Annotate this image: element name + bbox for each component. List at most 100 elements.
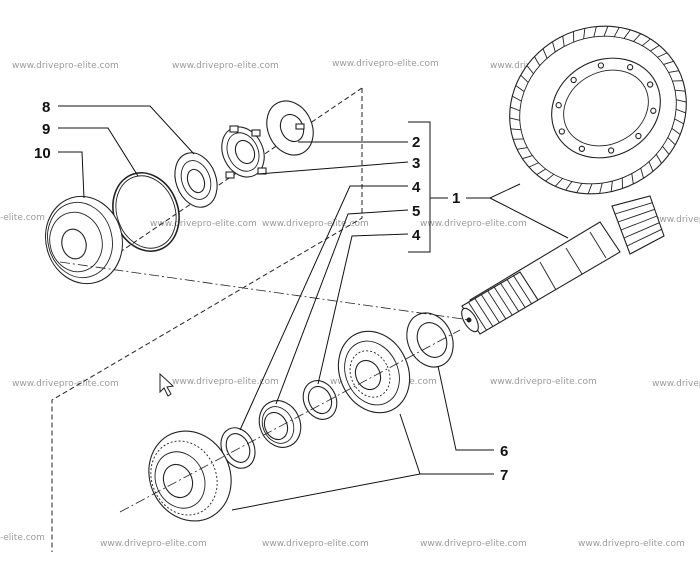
bolt-hole — [570, 76, 577, 84]
watermark-text: www.drivepro-elite.com — [652, 215, 700, 225]
pinion-tooth — [620, 215, 658, 231]
gear-tooth — [676, 99, 687, 103]
gear-tooth — [631, 173, 634, 185]
gear-tooth — [640, 168, 644, 179]
bolt-hole — [607, 147, 615, 154]
gear-tooth — [562, 35, 565, 47]
spline-groove — [480, 294, 500, 323]
castle-nut-part-3 — [221, 125, 267, 179]
gear-tooth — [641, 38, 651, 47]
gear-tooth — [587, 183, 593, 194]
gear-tooth — [509, 117, 520, 121]
gear-tooth — [554, 178, 563, 187]
gear-tooth — [650, 44, 660, 52]
gear-tooth — [552, 41, 556, 52]
gear-tooth — [516, 147, 528, 150]
watermark-text: www.drivepro-elite.com — [578, 539, 685, 549]
pinion-tooth — [617, 208, 655, 223]
callout-labels: 8 9 10 2 3 4 5 4 1 6 7 — [34, 99, 508, 484]
spline-groove — [513, 275, 532, 305]
callout-7: 7 — [500, 467, 508, 484]
watermark-text: www.drivepro-elite.com — [100, 539, 207, 549]
pinion-tooth — [629, 235, 665, 255]
gear-tooth — [657, 52, 668, 58]
watermark-text: www.drivepro-elite.com — [12, 61, 119, 71]
callout-1: 1 — [452, 190, 460, 207]
gear-tooth — [522, 155, 533, 160]
gear-tooth — [599, 182, 603, 194]
gear-tooth — [593, 26, 597, 38]
gear-tooth — [668, 70, 680, 73]
gear-tooth — [528, 162, 539, 168]
bolt-hole — [626, 64, 634, 71]
callout-5: 5 — [412, 203, 420, 220]
gear-tooth — [648, 161, 654, 172]
callout-4-lower: 4 — [412, 227, 421, 244]
crown-gear-bolt-holes — [555, 62, 657, 154]
pinion-tooth — [611, 195, 651, 207]
gear-tooth — [583, 28, 586, 39]
gear-tooth — [565, 181, 573, 191]
callout-3: 3 — [412, 155, 420, 172]
watermark-text: www.drivepro-elite.com — [262, 539, 369, 549]
gear-tooth — [542, 48, 548, 59]
pinion-tooth — [614, 202, 653, 215]
spline-groove — [487, 290, 507, 320]
gear-tooth — [674, 118, 684, 125]
gear-tooth — [613, 27, 620, 37]
gear-tooth — [510, 128, 522, 131]
watermark-text: www.drivepro-elite.com — [490, 377, 597, 387]
axis-line — [59, 261, 471, 321]
crown-gear — [509, 25, 687, 195]
bolt-hole — [646, 81, 654, 88]
gear-tooth — [520, 74, 529, 83]
callout-10: 10 — [34, 145, 51, 162]
large-bearing-part-7-lower — [148, 430, 232, 522]
callout-9: 9 — [42, 121, 50, 138]
watermark-text: www.drivepro-elite.com — [172, 61, 279, 71]
watermark-text: www.drivepro-elite.com — [150, 219, 257, 229]
shaft-splines — [468, 275, 532, 331]
leader-lines — [58, 105, 569, 511]
small-bearing-part-8 — [174, 152, 218, 208]
spline-groove — [506, 279, 526, 308]
gear-tooth — [536, 168, 546, 176]
spline-groove — [493, 286, 513, 316]
gear-tooth — [623, 29, 631, 39]
watermark-text: www.drivepro-elite.com — [12, 379, 119, 389]
gear-tooth — [663, 60, 674, 65]
pinion-shaft — [461, 195, 665, 335]
watermark-text: www.drivepro-elite.com — [172, 377, 279, 387]
spline-groove — [468, 301, 487, 331]
watermark-text: -elite.com — [0, 533, 45, 543]
callout-6: 6 — [500, 443, 508, 460]
gear-tooth — [655, 154, 662, 164]
bolt-hole — [597, 62, 605, 69]
watermark-text: www.drivepro-elite.com — [420, 539, 527, 549]
gear-tooth — [545, 173, 555, 182]
gear-tooth — [512, 95, 522, 102]
gear-tooth — [633, 33, 642, 42]
pinion-gear-teeth — [611, 195, 665, 255]
gear-tooth — [515, 85, 525, 92]
gear-tooth — [674, 89, 686, 92]
crown-gear-teeth — [509, 26, 687, 194]
collapsible-spacer-part-5 — [258, 400, 302, 448]
watermark-text: www.drivepro-elite.com — [262, 219, 369, 229]
callout-4-upper: 4 — [412, 179, 421, 196]
watermark-text: www.drivepro-elite.com — [420, 219, 527, 229]
gear-tooth — [526, 65, 534, 75]
gear-tooth — [510, 106, 521, 112]
bolt-hole — [578, 145, 586, 152]
bolt-hole — [650, 107, 657, 114]
gear-tooth — [603, 26, 609, 37]
callout-2: 2 — [412, 134, 420, 151]
spline-groove — [474, 298, 494, 327]
pinion-tooth — [626, 228, 662, 247]
spline-groove — [500, 283, 520, 312]
watermark-text: -elite.com — [0, 213, 45, 223]
gear-tooth — [534, 56, 541, 66]
gear-tooth — [671, 128, 681, 135]
gear-tooth — [610, 181, 613, 192]
